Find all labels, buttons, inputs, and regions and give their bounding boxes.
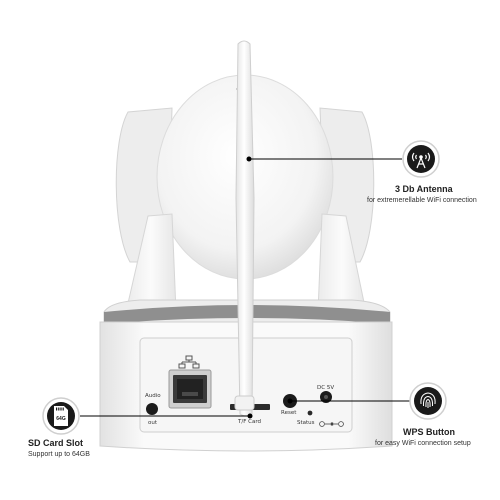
status-label: Status: [297, 420, 315, 426]
wps-fingerprint-icon: [409, 382, 447, 420]
network-icon: [178, 355, 200, 369]
audio-out-jack: [146, 403, 158, 415]
out-label: out: [148, 420, 158, 426]
tf-card-label: T/F Card: [238, 419, 261, 425]
antenna-title: 3 Db Antenna: [395, 184, 453, 194]
sd-card-icon: 64G: [42, 397, 80, 435]
wps-title: WPS Button: [403, 427, 455, 437]
status-led: [307, 410, 313, 416]
sdcard-title: SD Card Slot: [28, 438, 84, 448]
antenna-subtitle: for extremerellable WiFi connection: [367, 197, 477, 204]
polarity-symbol: [319, 421, 344, 427]
antenna-hinge: [234, 395, 255, 411]
wps-subtitle: for easy WiFi connection setup: [375, 440, 471, 447]
sd-card-capacity: 64G: [56, 416, 66, 422]
sdcard-subtitle: Support up to 64GB: [28, 451, 90, 458]
dc-label: DC 5V: [317, 385, 335, 391]
antenna-icon: [402, 140, 440, 178]
reset-label: Reset: [281, 410, 297, 416]
antenna: [235, 40, 255, 417]
audio-label: Audio: [145, 393, 161, 399]
